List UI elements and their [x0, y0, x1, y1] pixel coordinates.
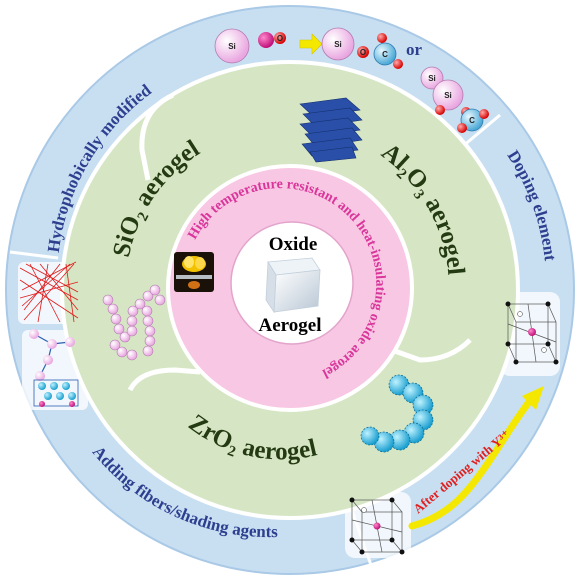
svg-text:or: or: [406, 40, 423, 59]
svg-text:Si: Si: [228, 42, 236, 51]
green-ring-dividers: [127, 92, 472, 392]
svg-text:C: C: [382, 50, 388, 59]
particle-chain-icon: [360, 374, 434, 453]
svg-text:C: C: [469, 116, 475, 125]
crystal-lattice-icon-bottom: [351, 499, 403, 553]
core-line2: Aerogel: [259, 315, 322, 336]
svg-text:Si: Si: [444, 91, 452, 100]
doping-arrow-icon: [408, 386, 544, 530]
molecule-chain-icon: Si O Si O C or Si Si C: [214, 27, 489, 133]
svg-text:O: O: [277, 34, 283, 43]
bead-chain-icon: [102, 284, 166, 361]
svg-text:Si: Si: [428, 74, 436, 83]
svg-text:O: O: [360, 48, 366, 57]
svg-text:Si: Si: [334, 40, 342, 49]
crystal-structure-icon-left: [29, 329, 79, 407]
fiber-network-icon: [19, 261, 79, 323]
lattice-atoms-right: [505, 301, 559, 365]
core-line1: Oxide: [269, 234, 318, 255]
layered-sheets-icon: [299, 97, 363, 163]
aerogel-cube-icon: [265, 257, 321, 314]
flame-test-icon: [174, 252, 214, 292]
lattice-atoms-bottom: [349, 497, 405, 555]
